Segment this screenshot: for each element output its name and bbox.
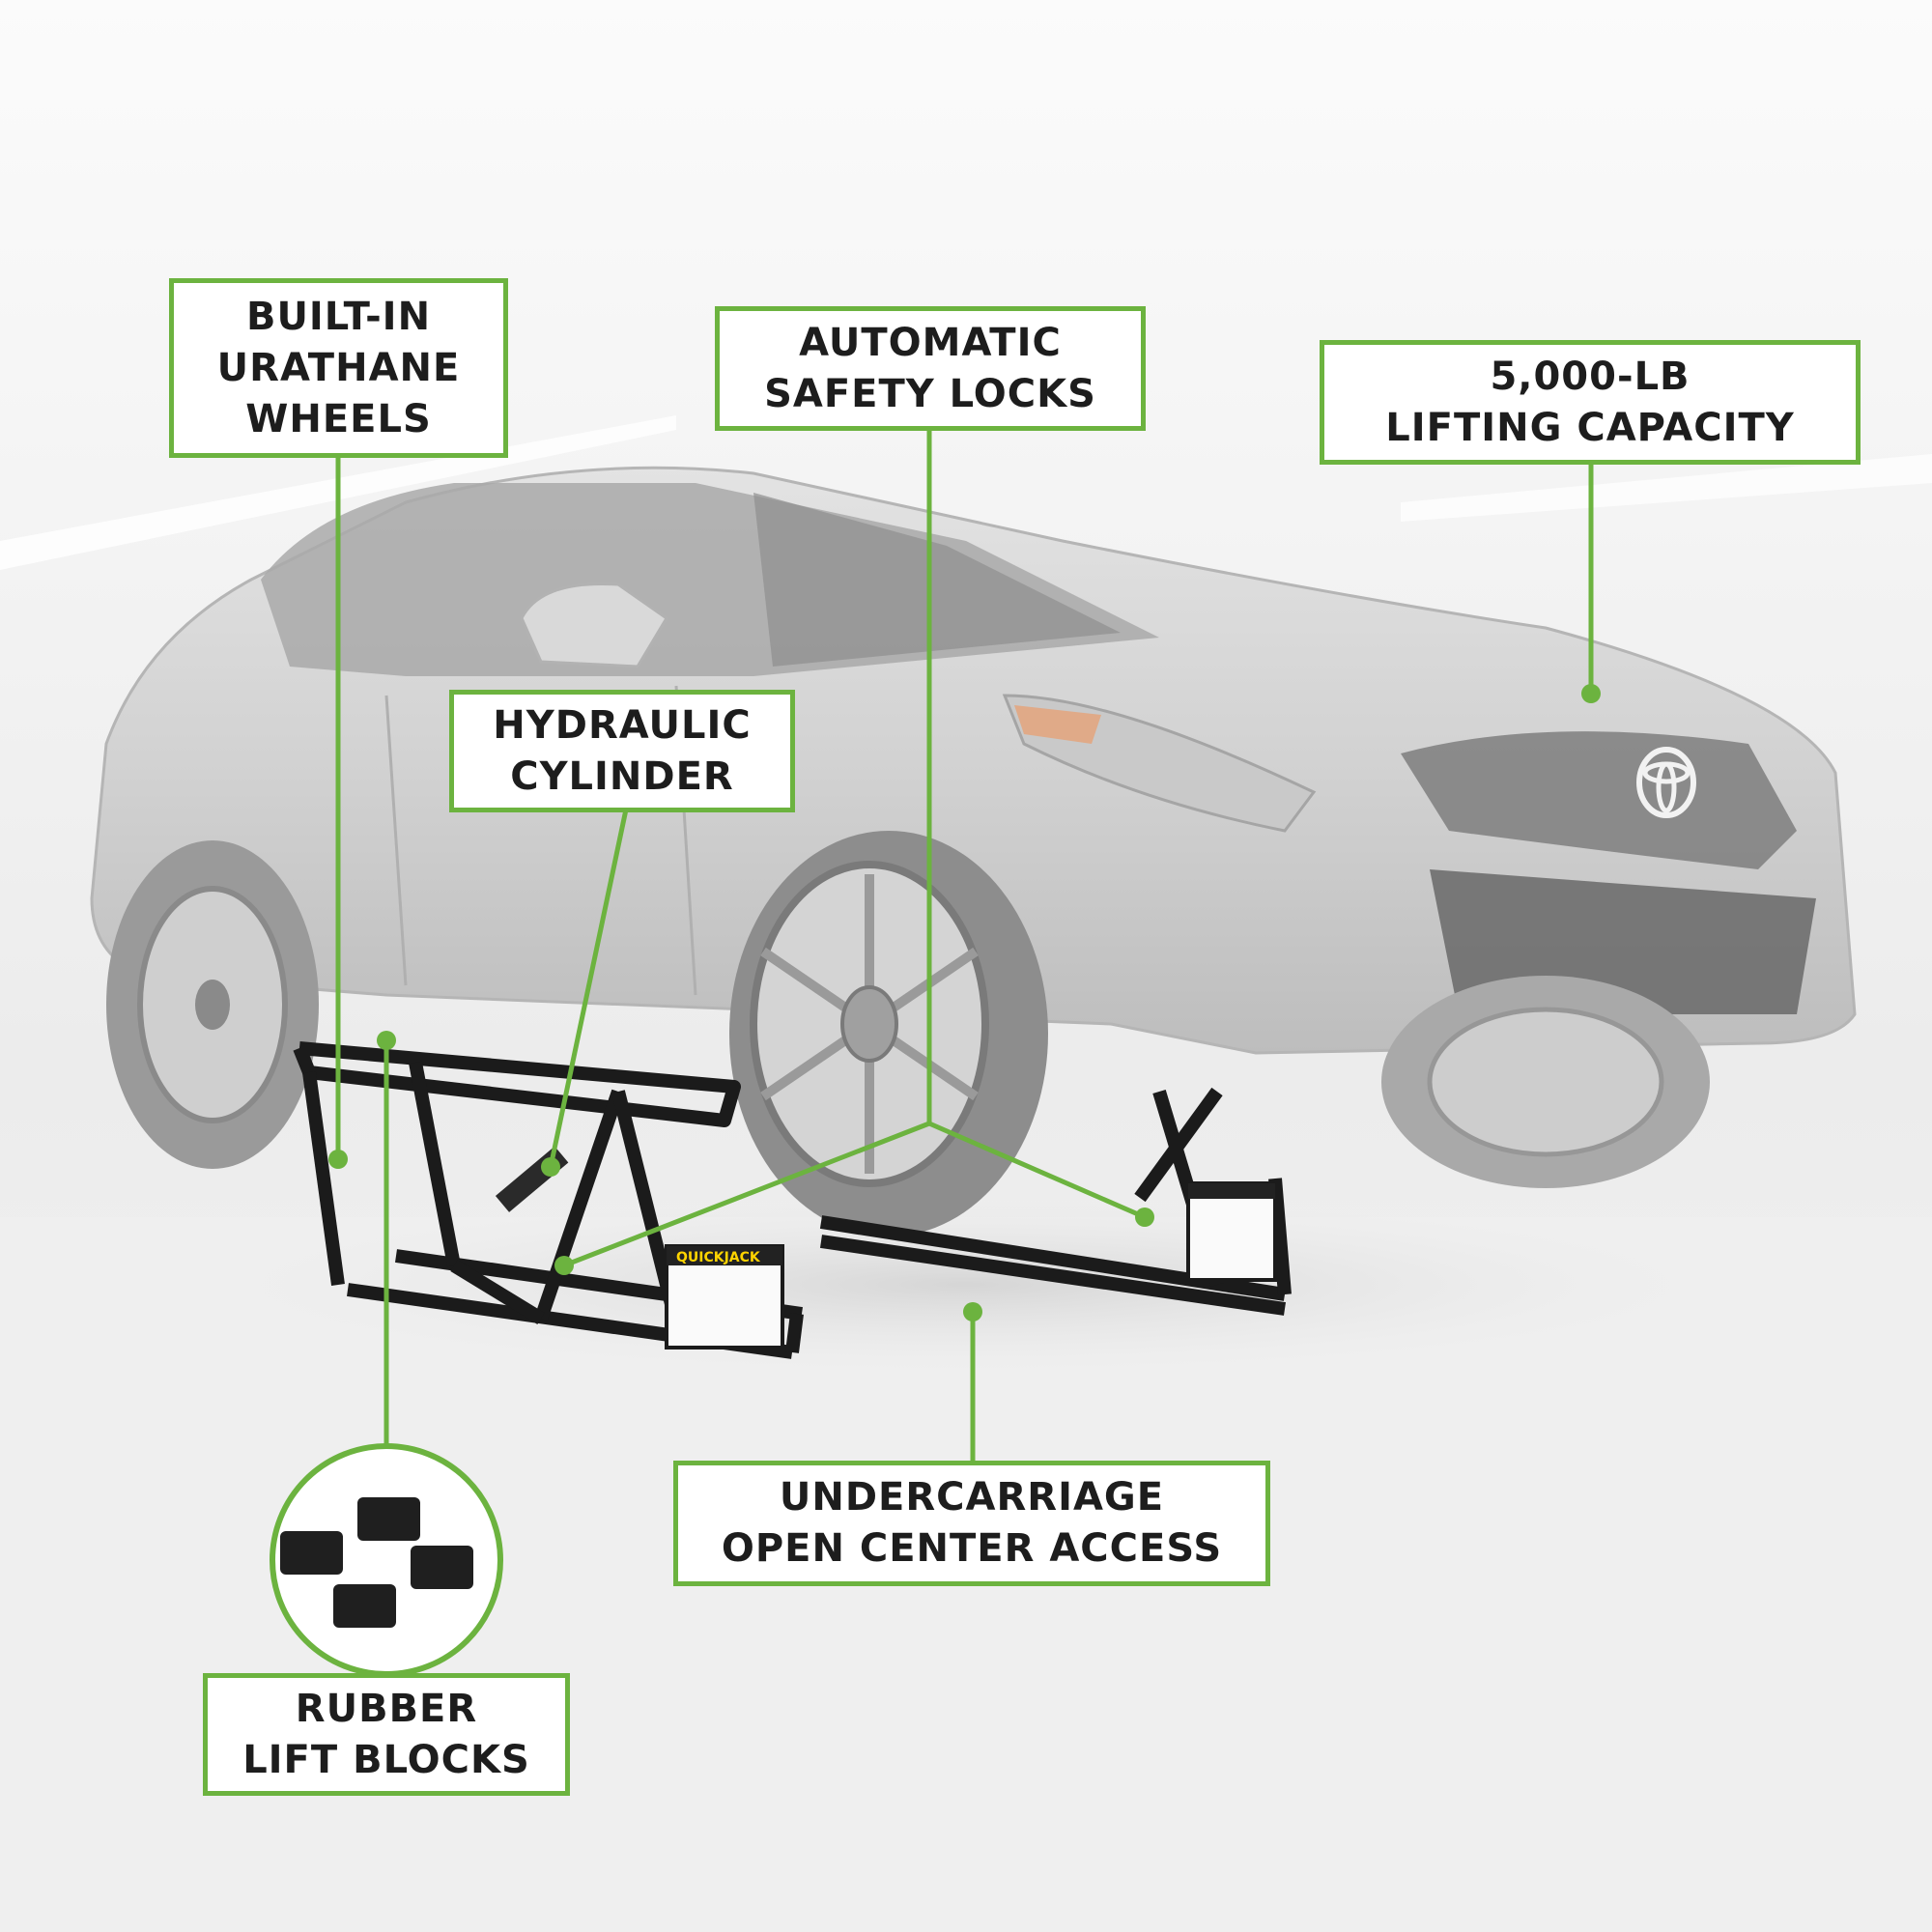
callout-blocks-line2: LIFT BLOCKS [242, 1737, 530, 1782]
callout-rubber-lift-blocks: RUBBER LIFT BLOCKS [203, 1673, 570, 1796]
callout-cylinder-line2: CYLINDER [510, 753, 734, 799]
access-marker [963, 1302, 982, 1321]
toyota-logo-icon [1636, 747, 1696, 818]
car [90, 466, 1857, 1055]
locks-marker-left [554, 1256, 574, 1275]
callout-access-line1: UNDERCARRIAGE [779, 1475, 1165, 1520]
callout-urathane-wheels: BUILT-IN URATHANE WHEELS [169, 278, 508, 458]
blocks-marker [377, 1031, 396, 1050]
capacity-marker [1581, 684, 1601, 703]
callout-safety-locks: AUTOMATIC SAFETY LOCKS [715, 306, 1146, 431]
jack-decal-brand: QUICKJACK [676, 1250, 761, 1265]
callout-wheels-line2: URATHANE [216, 345, 461, 390]
callout-blocks-line1: RUBBER [295, 1686, 478, 1731]
callout-access-line2: OPEN CENTER ACCESS [721, 1526, 1223, 1571]
callout-capacity-line2: LIFTING CAPACITY [1385, 405, 1795, 450]
locks-marker-right [1135, 1208, 1154, 1227]
callout-cylinder-line1: HYDRAULIC [493, 702, 752, 748]
callout-lifting-capacity: 5,000-LB LIFTING CAPACITY [1320, 340, 1861, 465]
cylinder-marker [541, 1157, 560, 1177]
callout-open-center-access: UNDERCARRIAGE OPEN CENTER ACCESS [673, 1461, 1270, 1586]
callout-wheels-line1: BUILT-IN [245, 294, 432, 339]
callout-locks-line2: SAFETY LOCKS [764, 371, 1096, 416]
rubber-blocks-inset [270, 1443, 503, 1677]
callout-hydraulic-cylinder: HYDRAULIC CYLINDER [449, 690, 795, 812]
rear-wheel [106, 840, 319, 1169]
callout-capacity-line1: 5,000-LB [1490, 354, 1690, 399]
callout-locks-line1: AUTOMATIC [799, 320, 1062, 365]
callout-wheels-line3: WHEELS [245, 396, 432, 441]
wheels-marker [328, 1150, 348, 1169]
